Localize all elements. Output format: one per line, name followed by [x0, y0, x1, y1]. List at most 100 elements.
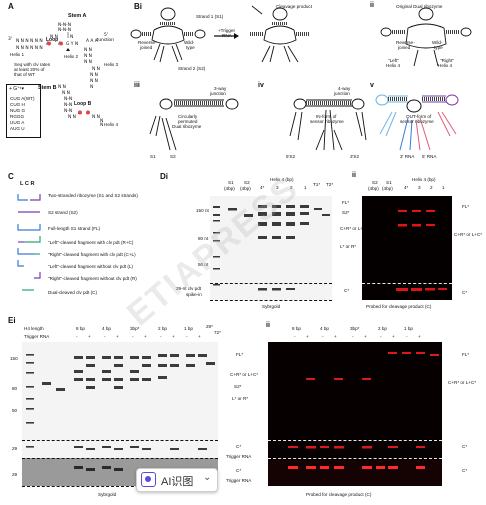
- biii-three-way: junction: [210, 91, 226, 96]
- seq-note-2: at least 20% of: [14, 67, 45, 72]
- biv-in-form: sensor ribozyme: [310, 119, 344, 124]
- biv-3s2: 3'S2: [350, 154, 360, 159]
- panel-biii-label: iii: [134, 82, 140, 89]
- ai-image-recognition-button[interactable]: AI识图 ⌄: [136, 468, 218, 492]
- e-marker: 29: [12, 446, 18, 451]
- ei-side: FL*: [236, 352, 244, 357]
- eii-side: C*: [462, 444, 468, 449]
- e-group: 8 bp: [76, 326, 85, 331]
- biii-circ: permuted: [178, 119, 198, 124]
- c-legend-item: "Left"-cleaved fragment without clv pdt …: [48, 264, 133, 269]
- svg-text:N N: N N: [90, 78, 98, 84]
- di-side: S2*: [342, 210, 350, 215]
- biii-s1: S1: [150, 154, 156, 159]
- svg-text:N-N-N: N-N-N: [58, 22, 71, 28]
- di-marker: 150 nt: [196, 208, 209, 213]
- chevron-down-icon[interactable]: ⌄: [203, 472, 212, 483]
- fragment-legend-icons: [17, 194, 41, 291]
- di-num: 1: [304, 185, 307, 190]
- ei-gel-bands: [22, 354, 218, 486]
- bii-wild: type: [434, 45, 443, 50]
- dii-s1-bp: (4bp): [382, 186, 393, 191]
- eii-sign: -: [406, 334, 408, 339]
- dii-num: 4*: [404, 185, 409, 190]
- svg-text:N-N: N-N: [64, 108, 72, 114]
- di-dash-line: [210, 283, 332, 284]
- dii-helix4: Helix 4 (bp): [412, 177, 436, 182]
- bii-left-h4: Helix 4: [386, 63, 401, 68]
- di-spike: 29-nt clv pdt: [176, 286, 202, 291]
- di-spike: spike-in: [186, 292, 202, 297]
- dii-side: C*: [462, 290, 468, 295]
- svg-text:N N: N N: [84, 47, 92, 53]
- e-marker: 80: [12, 386, 18, 391]
- e-sign: +: [144, 334, 147, 339]
- di-lane-s1: S1: [228, 180, 234, 185]
- e-sign: -: [104, 334, 106, 339]
- svg-text:N: N: [100, 122, 103, 128]
- svg-text:N N: N N: [90, 72, 98, 78]
- eii-dash-line: [268, 458, 442, 459]
- ei-sybrgold-gel: [22, 342, 218, 486]
- seq-note-3: that of WT: [14, 72, 36, 77]
- dii-s2-bp: (4bp): [368, 186, 379, 191]
- eii-group: 2 bp: [378, 326, 387, 331]
- c-legend-item: Two-stranded ribozyme (S1 and S2 strands…: [48, 193, 138, 198]
- dii-side: C+R* or L+C*: [454, 232, 483, 237]
- e-group: 4 bp: [102, 326, 111, 331]
- scan-icon: [141, 472, 156, 487]
- ei-side: C*: [236, 468, 242, 473]
- panel-bii-label: ii: [370, 2, 374, 9]
- box-row: CUG H: [10, 102, 25, 107]
- di-gel-bands: [213, 205, 330, 291]
- dii-gel-bands: [396, 210, 447, 291]
- eii-side: FL*: [462, 352, 470, 357]
- dii-s1: S1: [386, 180, 392, 185]
- e-sign: +: [88, 334, 91, 339]
- e-group: 1 bp: [184, 326, 193, 331]
- biv-four-way: 4-way: [338, 86, 351, 91]
- eii-dash-line: [268, 440, 442, 441]
- dii-side: FL*: [462, 204, 470, 209]
- eii-sign: +: [306, 334, 309, 339]
- eii-sign: +: [392, 334, 395, 339]
- svg-text:N N: N N: [92, 66, 100, 72]
- bi-wild-type: type: [186, 45, 195, 50]
- ei-dash-line: [22, 458, 218, 459]
- di-marker: 80 nt: [198, 236, 209, 241]
- helix2-label: Helix 2: [64, 54, 79, 59]
- svg-text:N: N: [70, 34, 73, 40]
- c-legend-item: Full-length S1 strand (FL): [48, 226, 101, 231]
- eii-side: C+R* or L+C*: [448, 380, 477, 385]
- junction-label: Junction: [96, 38, 114, 43]
- eii-group: 3bp*: [350, 326, 360, 331]
- di-lane-s2-bp: (4bp): [240, 186, 251, 191]
- bii-right-h4: Helix 4: [438, 63, 453, 68]
- eii-group: 8 bp: [292, 326, 301, 331]
- ei-side: S2*: [234, 384, 242, 389]
- di-marker: 50 nt: [198, 262, 209, 267]
- svg-text:N N: N N: [84, 59, 92, 65]
- tolerated-sequence-box: [6, 84, 41, 138]
- di-sybrgold-gel: [210, 196, 332, 300]
- stem-b-label: Stem B: [38, 85, 57, 91]
- di-helix4: Helix 4 (bp): [270, 177, 294, 182]
- box-row: CUG A(WT): [10, 96, 35, 101]
- svg-text:A A A: A A A: [86, 38, 98, 44]
- eii-group: 1 bp: [404, 326, 413, 331]
- box-head: + G⁺¹▾: [9, 86, 25, 92]
- bii-title: Original Dual ribozyme: [396, 4, 443, 9]
- di-side: FL*: [342, 200, 350, 205]
- c-lcr-head: L C R: [20, 181, 35, 187]
- bi-strand2-label: Strand 2 (S2): [178, 66, 206, 71]
- ei-side: C+R* or L+C*: [230, 372, 259, 377]
- panel-eii-label: ii: [266, 322, 270, 329]
- box-row: AUG U: [10, 126, 25, 131]
- e-sign: +: [198, 334, 201, 339]
- di-t2: T2*: [326, 182, 334, 187]
- c-legend-item: "Left"-cleaved fragment with clv pdt (R+…: [48, 240, 134, 245]
- panel-di-label: Di: [160, 172, 168, 181]
- ribozyme-sequence-diagram: N-N-N N-N-N N N N 3' N N N N N N N N N N…: [8, 22, 108, 128]
- svg-text:N N: N N: [58, 84, 66, 90]
- loop-b-label: Loop B: [74, 101, 92, 107]
